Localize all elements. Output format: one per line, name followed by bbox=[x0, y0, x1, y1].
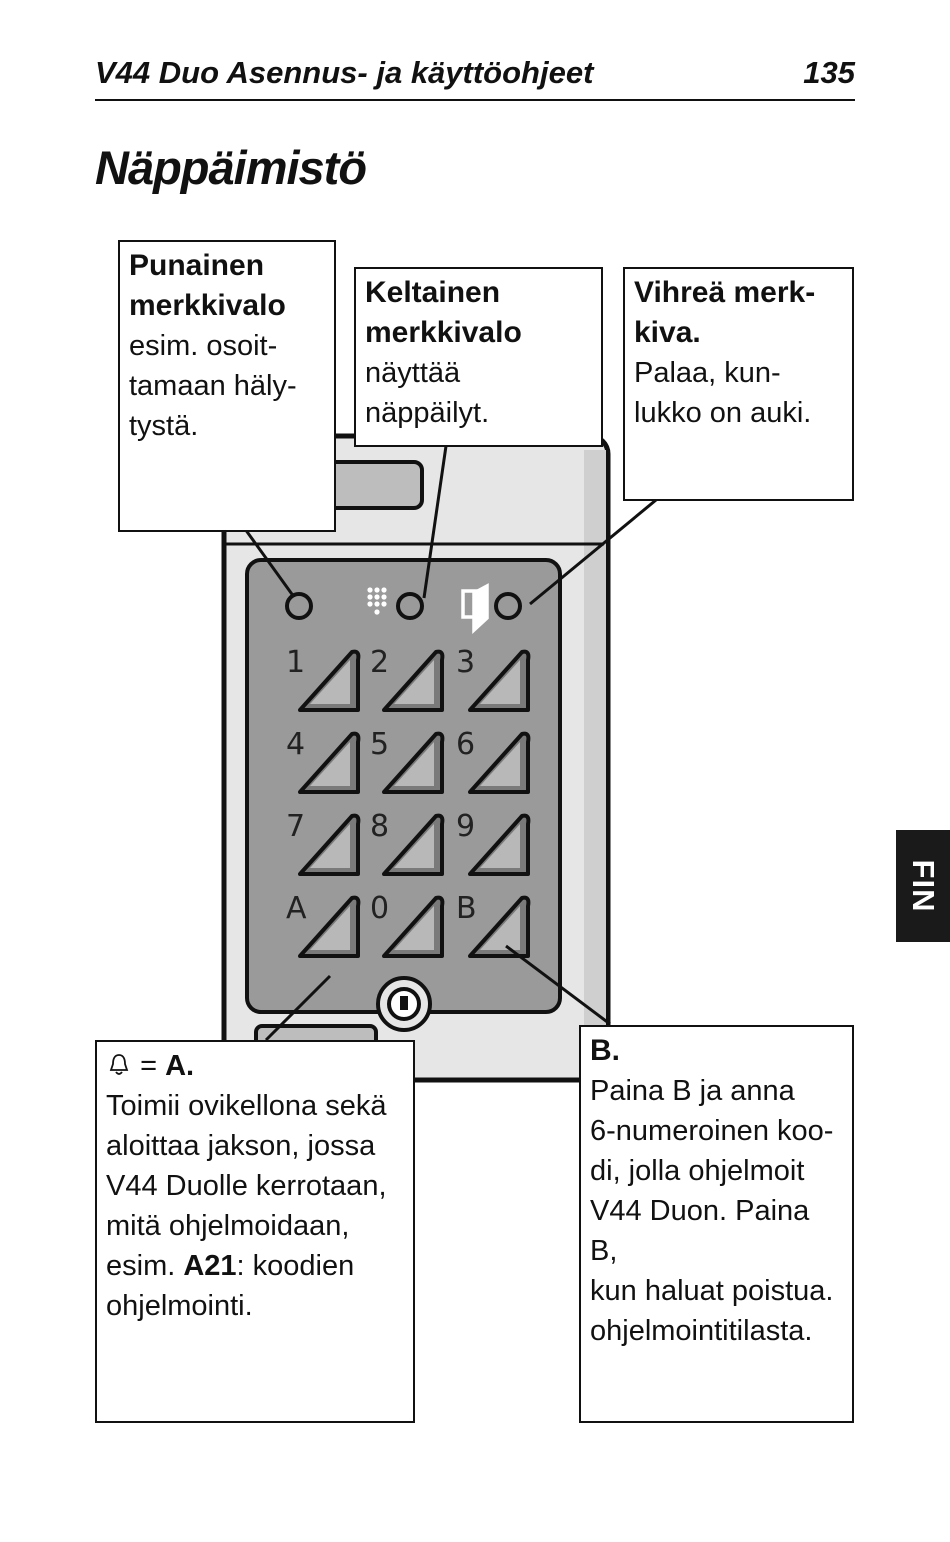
green-led bbox=[494, 592, 522, 620]
key-highlight-4 bbox=[310, 742, 350, 786]
leader-a bbox=[264, 974, 332, 1042]
page-number: 135 bbox=[803, 55, 855, 90]
key-label-9: 9 bbox=[456, 809, 475, 844]
callout-red-led: Punainen merkkivalo esim. osoit- tamaan … bbox=[118, 240, 336, 532]
green-led-title: Vihreä merk- kiva. bbox=[634, 276, 816, 349]
callout-green-led: Vihreä merk- kiva. Palaa, kun- lukko on … bbox=[623, 267, 854, 501]
key-a-text: Toimii ovikellona sekä aloittaa jakson, … bbox=[106, 1086, 404, 1326]
key-label-7: 7 bbox=[286, 809, 305, 844]
yellow-led-text: näyttää näppäilyt. bbox=[365, 357, 490, 429]
key-highlight-5 bbox=[394, 742, 434, 786]
key-label-B: B bbox=[456, 891, 477, 926]
header-title: V44 Duo Asennus- ja käyttöohjeet bbox=[95, 55, 594, 90]
leader-b bbox=[505, 944, 611, 1026]
key-label-0: 0 bbox=[370, 891, 389, 926]
key-a-text-1: Toimii ovikellona sekä aloittaa jakson, … bbox=[106, 1090, 387, 1282]
callout-key-b: B. Paina B ja anna 6-numeroinen koo- di,… bbox=[579, 1025, 854, 1423]
red-led-title: Punainen merkkivalo bbox=[129, 249, 286, 322]
key-label-3: 3 bbox=[456, 645, 475, 680]
key-label-6: 6 bbox=[456, 727, 475, 762]
key-a-title: A. bbox=[165, 1050, 195, 1082]
language-tab: FIN bbox=[896, 830, 950, 942]
bell-icon bbox=[109, 1054, 129, 1075]
key-highlight-A bbox=[310, 906, 350, 950]
key-highlight-6 bbox=[480, 742, 520, 786]
door-open-icon bbox=[461, 583, 489, 634]
key-highlight-1 bbox=[310, 660, 350, 704]
page-header: V44 Duo Asennus- ja käyttöohjeet 135 bbox=[95, 55, 855, 101]
key-highlight-8 bbox=[394, 824, 434, 868]
key-label-A: A bbox=[286, 891, 307, 926]
section-heading: Näppäimistö bbox=[95, 141, 367, 194]
key-highlight-9 bbox=[480, 824, 520, 868]
red-led bbox=[285, 592, 313, 620]
key-highlight-2 bbox=[394, 660, 434, 704]
yellow-led-title: Keltainen merkkivalo bbox=[365, 276, 522, 349]
key-highlight-B bbox=[480, 906, 520, 950]
leader-green bbox=[529, 498, 657, 606]
red-led-text: esim. osoit- tamaan häly- tystä. bbox=[129, 330, 297, 442]
key-b-title: B. bbox=[590, 1034, 620, 1067]
key-label-2: 2 bbox=[370, 645, 389, 680]
keypad-dots-icon bbox=[367, 587, 387, 615]
device-side-edge bbox=[584, 450, 606, 1068]
key-b-text: Paina B ja anna 6-numeroinen koo- di, jo… bbox=[590, 1075, 834, 1347]
leader-yellow bbox=[422, 445, 448, 599]
key-highlight-0 bbox=[394, 906, 434, 950]
leader-red bbox=[238, 521, 296, 598]
language-tab-label: FIN bbox=[906, 859, 941, 913]
callout-yellow-led: Keltainen merkkivalo näyttää näppäilyt. bbox=[354, 267, 603, 447]
key-a-text-2: : koodien ohjelmointi. bbox=[106, 1250, 355, 1322]
key-label-4: 4 bbox=[286, 727, 305, 762]
key-a-eq: = bbox=[140, 1050, 157, 1082]
key-a-code: A21 bbox=[183, 1250, 237, 1282]
key-label-1: 1 bbox=[286, 645, 305, 680]
key-highlight-7 bbox=[310, 824, 350, 868]
key-highlight-3 bbox=[480, 660, 520, 704]
key-label-5: 5 bbox=[370, 727, 389, 762]
callout-key-a: = A. Toimii ovikellona sekä aloittaa jak… bbox=[95, 1040, 415, 1423]
yellow-led bbox=[396, 592, 424, 620]
key-label-8: 8 bbox=[370, 809, 389, 844]
green-led-text: Palaa, kun- lukko on auki. bbox=[634, 357, 812, 429]
